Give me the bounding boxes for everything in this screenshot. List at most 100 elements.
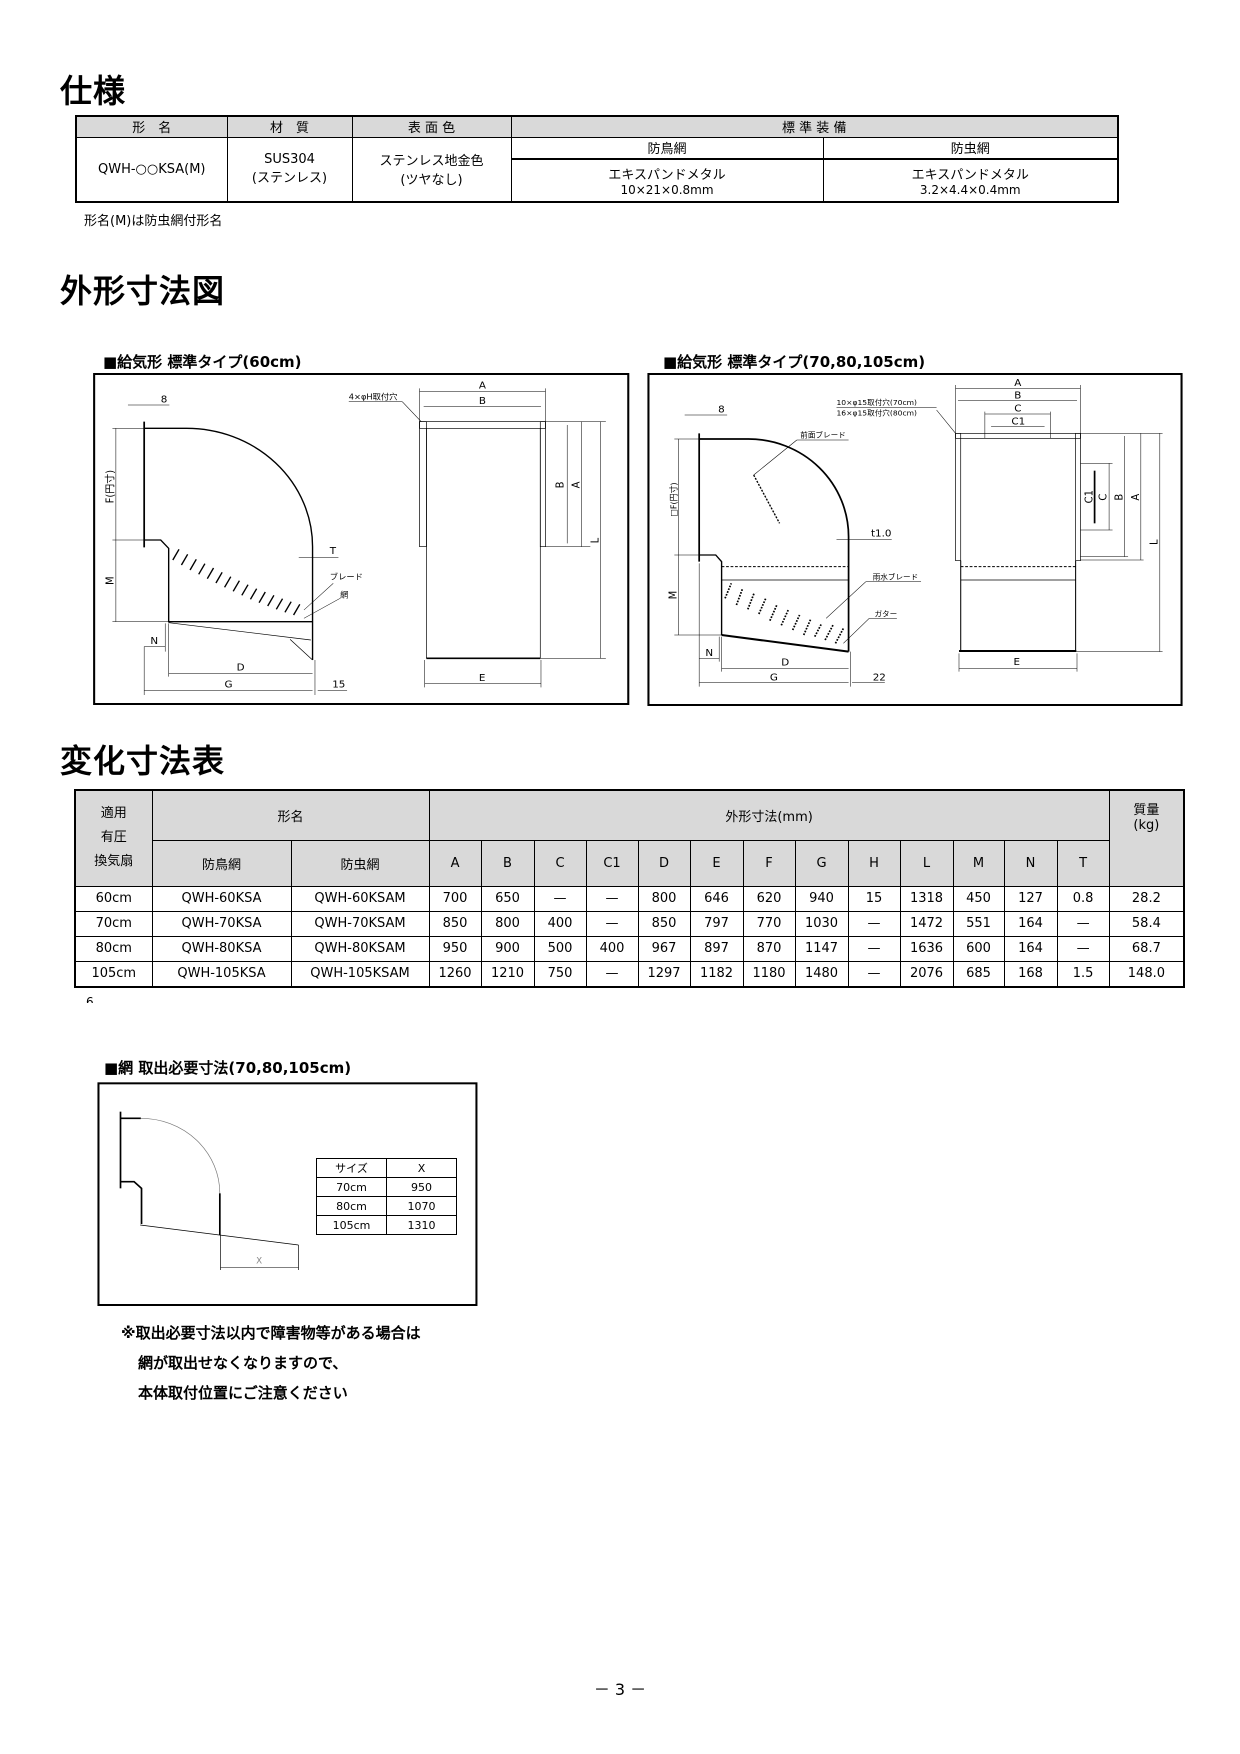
header-dim-e: E [689, 839, 744, 887]
header-mass-blank [1108, 840, 1185, 887]
header-size: サイズ [316, 1158, 387, 1178]
diagram-frame [97, 1082, 478, 1306]
dim-l-cell: 1636 [899, 935, 954, 962]
footnote: 6 [86, 995, 94, 1003]
spec-surface: ステンレス地金色(ツヤなし) [351, 136, 512, 203]
surface-line1: ステンレス地金色 [379, 154, 484, 170]
label-d: D [781, 657, 789, 668]
label-m: M [669, 591, 680, 600]
spec-model: QWH-○○KSA(M) [75, 136, 228, 203]
spec-title: 仕様 [60, 72, 127, 110]
label-c-side: C [1099, 494, 1110, 501]
dim-d-cell: 967 [637, 935, 691, 962]
removal-note-3: 本体取付位置にご注意ください [138, 1384, 348, 1402]
insect-net-model-cell: QWH-70KSAM [290, 910, 430, 937]
bird-net-model-cell: QWH-80KSA [151, 935, 292, 962]
header-dim-c1: C1 [585, 839, 639, 887]
mass-cell: 58.4 [1108, 910, 1185, 937]
dim-g-cell: 1147 [794, 935, 849, 962]
label-df: □F(円寸) [669, 482, 679, 516]
label-t: t1.0 [871, 529, 891, 540]
spec-insect-net: 防虫網 [822, 136, 1119, 160]
header-dim-f: F [742, 839, 796, 887]
label-b-side: B [1114, 494, 1125, 501]
label-22: 22 [873, 673, 886, 684]
header-dim-h: H [847, 839, 901, 887]
label-hole: 4×φH取付穴 [349, 391, 398, 401]
right-diagram-caption: ■給気形 標準タイプ(70,80,105cm) [663, 353, 926, 371]
side-view [112, 404, 348, 695]
label-c-top: C [1014, 404, 1021, 415]
side-view [674, 414, 922, 687]
label-front-blade: 前面ブレード [800, 429, 846, 439]
dim-b-cell: 900 [480, 935, 535, 962]
header-dim-m: M [952, 839, 1005, 887]
dim-e-cell: 646 [689, 885, 744, 912]
dim-t-cell: — [1056, 910, 1110, 937]
diagram-frame [647, 373, 1183, 706]
dim-m-cell: 551 [952, 910, 1005, 937]
label-d: D [237, 663, 245, 674]
size-cell: 70cm [316, 1177, 387, 1197]
dim-d-cell: 800 [637, 885, 691, 912]
header-fan: 適用 有圧 換気扇 [74, 789, 153, 887]
insect-net-size: 3.2×4.4×0.4mm [919, 183, 1021, 197]
removal-note-1: ※取出必要寸法以内で障害物等がある場合は [121, 1324, 421, 1342]
spec-header-equipment: 標 準 装 備 [510, 115, 1119, 138]
mass-cell: 28.2 [1108, 885, 1185, 912]
x-label: X [256, 1256, 262, 1266]
dim-g-cell: 940 [794, 885, 849, 912]
spec-header-surface: 表 面 色 [351, 115, 512, 138]
label-blade: ブレード [330, 571, 363, 581]
label-c1-top: C1 [1011, 416, 1025, 427]
header-dim-n: N [1003, 839, 1058, 887]
header-dim-l: L [899, 839, 954, 887]
label-b-side: B [555, 481, 566, 488]
material-line1: SUS304 [264, 152, 315, 168]
dim-l-cell: 1318 [899, 885, 954, 912]
header-dim-a: A [428, 839, 482, 887]
label-g: G [225, 680, 233, 691]
spec-header-model: 形 名 [75, 115, 228, 138]
label-a-side: A [1131, 494, 1142, 501]
label-c1-side: C1 [1084, 490, 1095, 503]
dim-n-cell: 127 [1003, 885, 1058, 912]
spec-bird-net: 防鳥網 [510, 136, 824, 160]
dim-b-cell: 800 [480, 910, 535, 937]
dim-e-cell: 797 [689, 910, 744, 937]
header-dim-g: G [794, 839, 849, 887]
dim-b-cell: 1210 [480, 960, 535, 987]
dim-c1-cell: — [585, 910, 639, 937]
dim-a-cell: 700 [428, 885, 482, 912]
label-hole-70: 10×φ15取付穴(70cm) [837, 397, 918, 407]
header-insect-net: 防虫網 [290, 839, 430, 887]
dim-h-cell: — [847, 935, 901, 962]
front-view [348, 388, 606, 688]
dim-c1-cell: — [585, 885, 639, 912]
spec-note: 形名(M)は防虫網付形名 [84, 214, 223, 229]
dim-c-cell: 400 [533, 910, 587, 937]
removal-note-2: 網が取出せなくなりますので、 [138, 1354, 348, 1372]
dim-m-cell: 450 [952, 885, 1005, 912]
bird-net-model-cell: QWH-105KSA [151, 960, 292, 987]
insect-net-material: エキスパンドメタル [911, 168, 1029, 183]
dim-n-cell: 164 [1003, 910, 1058, 937]
spec-table: 形 名 材 質 表 面 色 標 準 装 備 QWH-○○KSA(M) SUS30… [75, 115, 1119, 203]
header-bird-net: 防鳥網 [151, 839, 292, 887]
label-g: G [770, 673, 778, 684]
dim-h-cell: — [847, 910, 901, 937]
label-f: F(円寸) [103, 470, 116, 504]
dim-g-cell: 1480 [794, 960, 849, 987]
front-view [836, 385, 1163, 672]
dim-f-cell: 870 [742, 935, 796, 962]
header-dim-t: T [1056, 839, 1110, 887]
x-cell: 950 [386, 1177, 457, 1197]
header-mass: 質量 (kg) [1108, 789, 1185, 840]
dim-t-cell: — [1056, 935, 1110, 962]
left-dimension-diagram: 8 F(円寸) M N D G 15 T ブレード 網 4×φH取付穴 A B … [93, 373, 630, 705]
dim-n-cell: 164 [1003, 935, 1058, 962]
